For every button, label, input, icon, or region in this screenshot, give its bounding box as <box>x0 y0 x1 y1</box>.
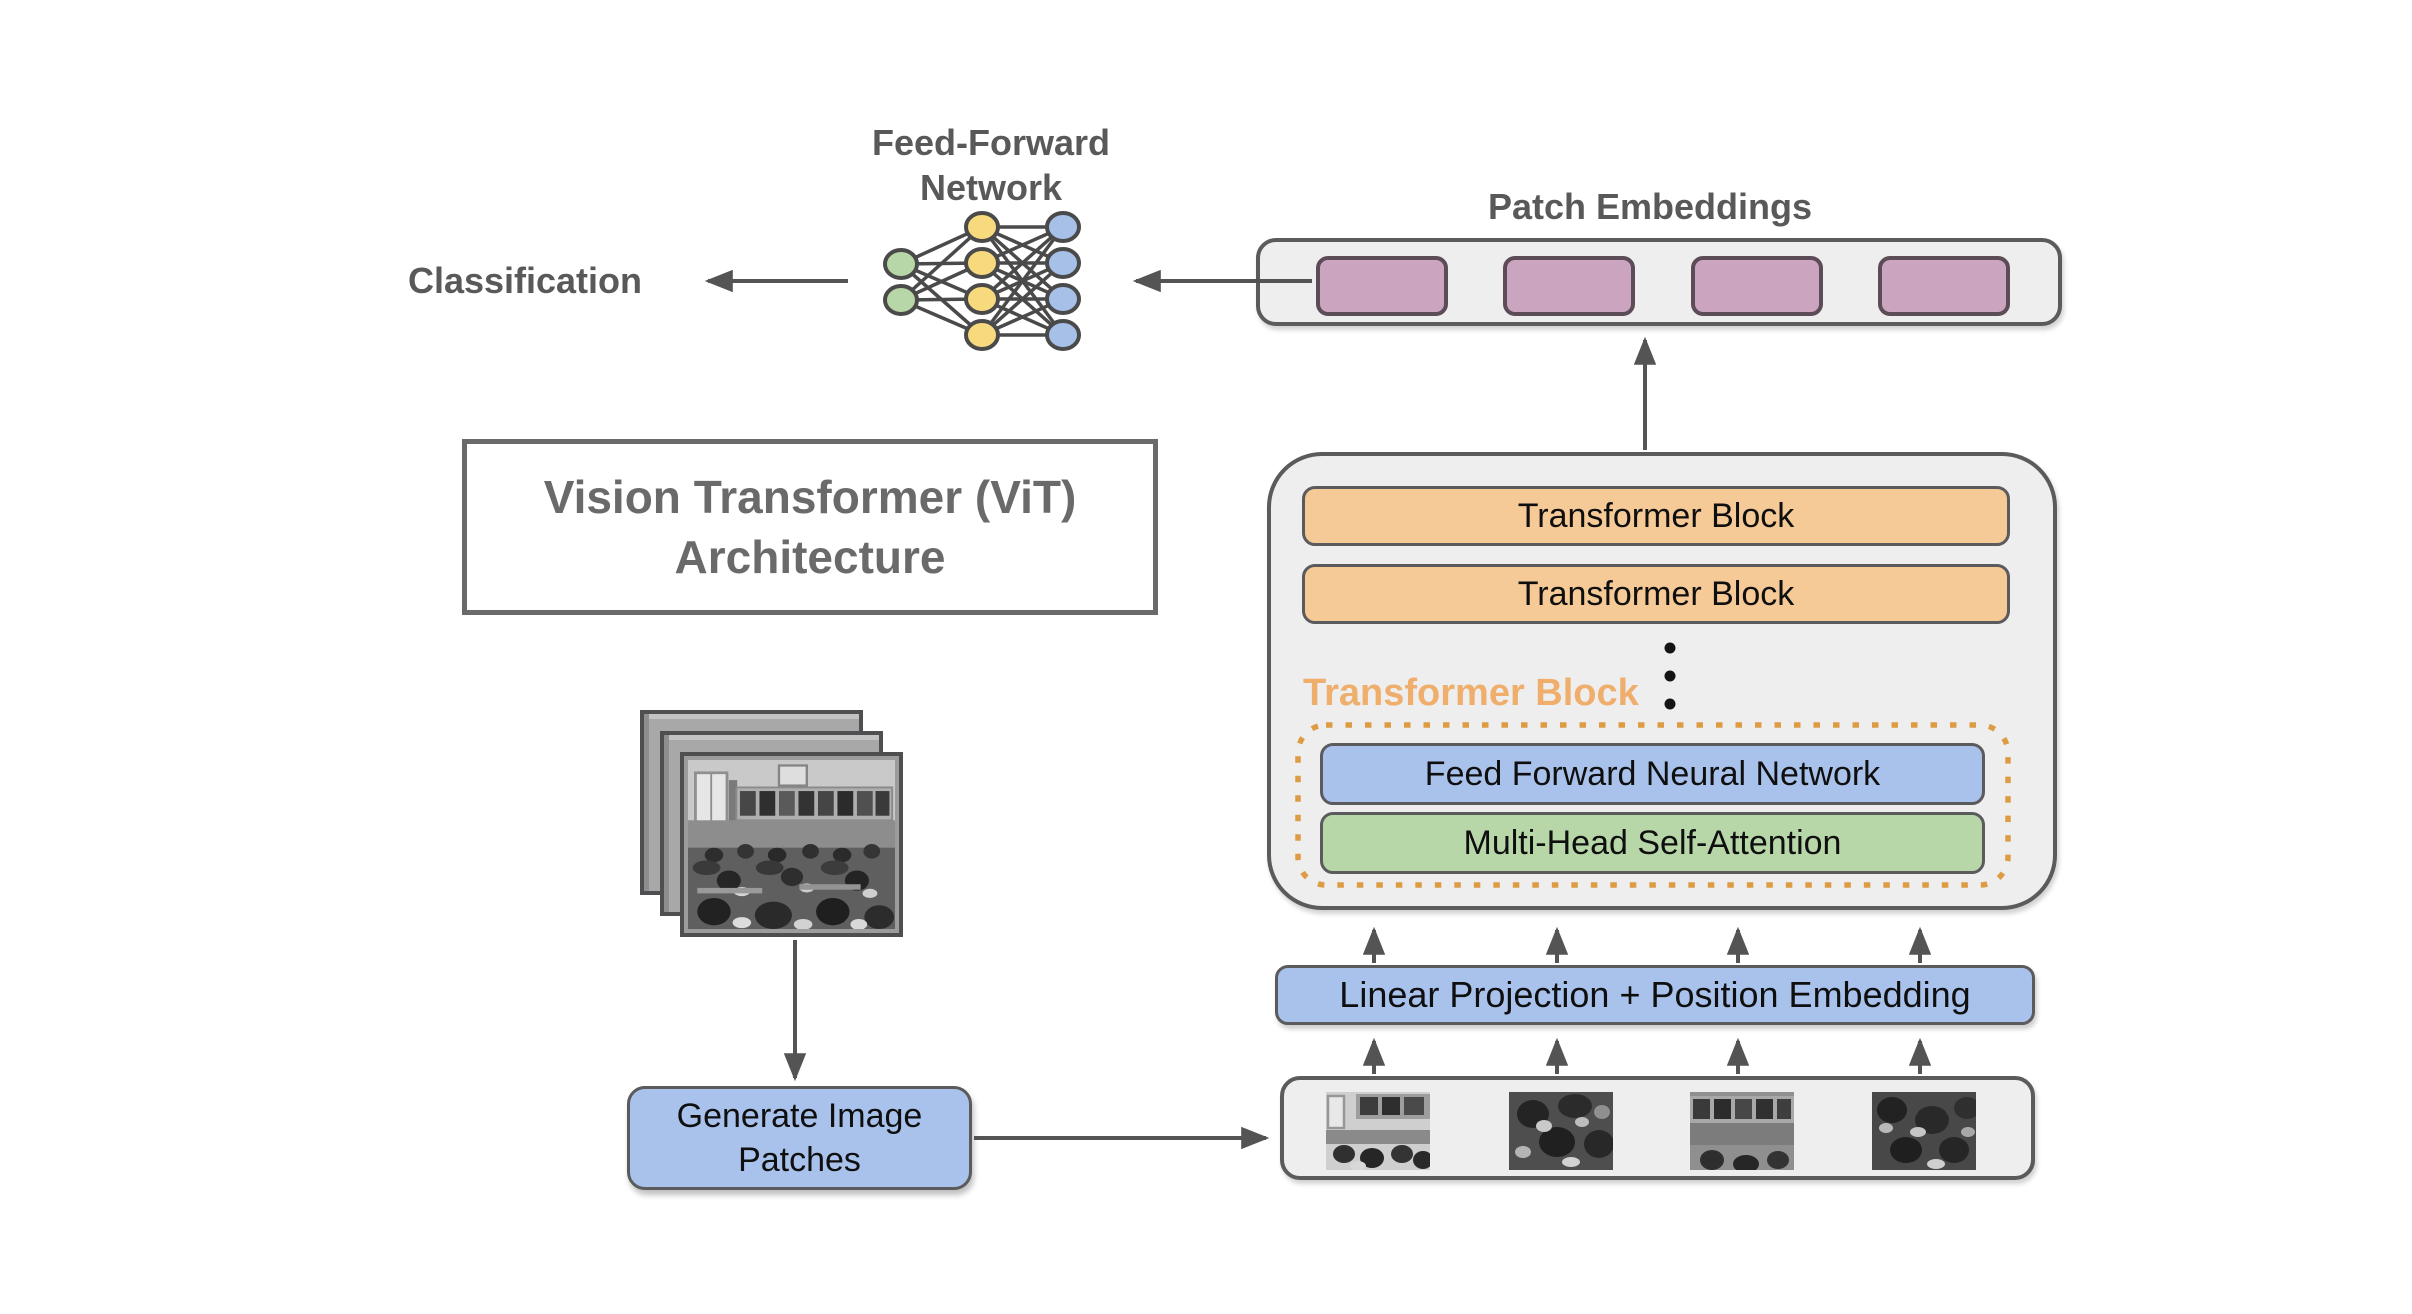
multi-head-self-attention-box: Multi-Head Self-Attention <box>1320 812 1985 874</box>
input-patches-bar <box>1280 1076 2035 1180</box>
diagram-title-line-2: Architecture <box>674 531 946 583</box>
image-patch-2 <box>1509 1092 1613 1170</box>
patch-embeddings-label: Patch Embeddings <box>1487 186 1813 227</box>
ffn-label-line-2: Network <box>919 167 1063 208</box>
feed-forward-network-icon <box>883 211 1081 351</box>
generate-patches-line-2: Patches <box>738 1141 861 1179</box>
generate-image-patches-box: Generate Image Patches <box>627 1086 972 1190</box>
patch-embedding-token <box>1878 256 2010 316</box>
generate-patches-line-1: Generate Image <box>676 1097 923 1135</box>
transformer-block-2: Transformer Block <box>1302 564 2010 624</box>
image-patch-1 <box>1326 1092 1430 1170</box>
patch-embeddings-bar <box>1256 238 2062 326</box>
image-patch-3 <box>1690 1092 1794 1170</box>
classification-label: Classification <box>407 260 643 301</box>
feed-forward-neural-network-box: Feed Forward Neural Network <box>1320 743 1985 805</box>
patch-embedding-token <box>1691 256 1823 316</box>
patch-embedding-token <box>1316 256 1448 316</box>
input-image-photo <box>680 752 903 937</box>
ffn-label-line-1: Feed-Forward <box>871 122 1111 163</box>
feed-forward-network-label: Feed-Forward Network <box>841 120 1141 210</box>
classroom-photo <box>688 760 895 929</box>
diagram-title-box: Vision Transformer (ViT) Architecture <box>462 439 1158 615</box>
diagram-title-line-1: Vision Transformer (ViT) <box>543 471 1077 523</box>
transformer-block-1: Transformer Block <box>1302 486 2010 546</box>
patch-embedding-token <box>1503 256 1635 316</box>
linear-projection-box: Linear Projection + Position Embedding <box>1275 965 2035 1025</box>
transformer-block-callout-label: Transformer Block <box>1303 672 1639 714</box>
image-patch-4 <box>1872 1092 1976 1170</box>
